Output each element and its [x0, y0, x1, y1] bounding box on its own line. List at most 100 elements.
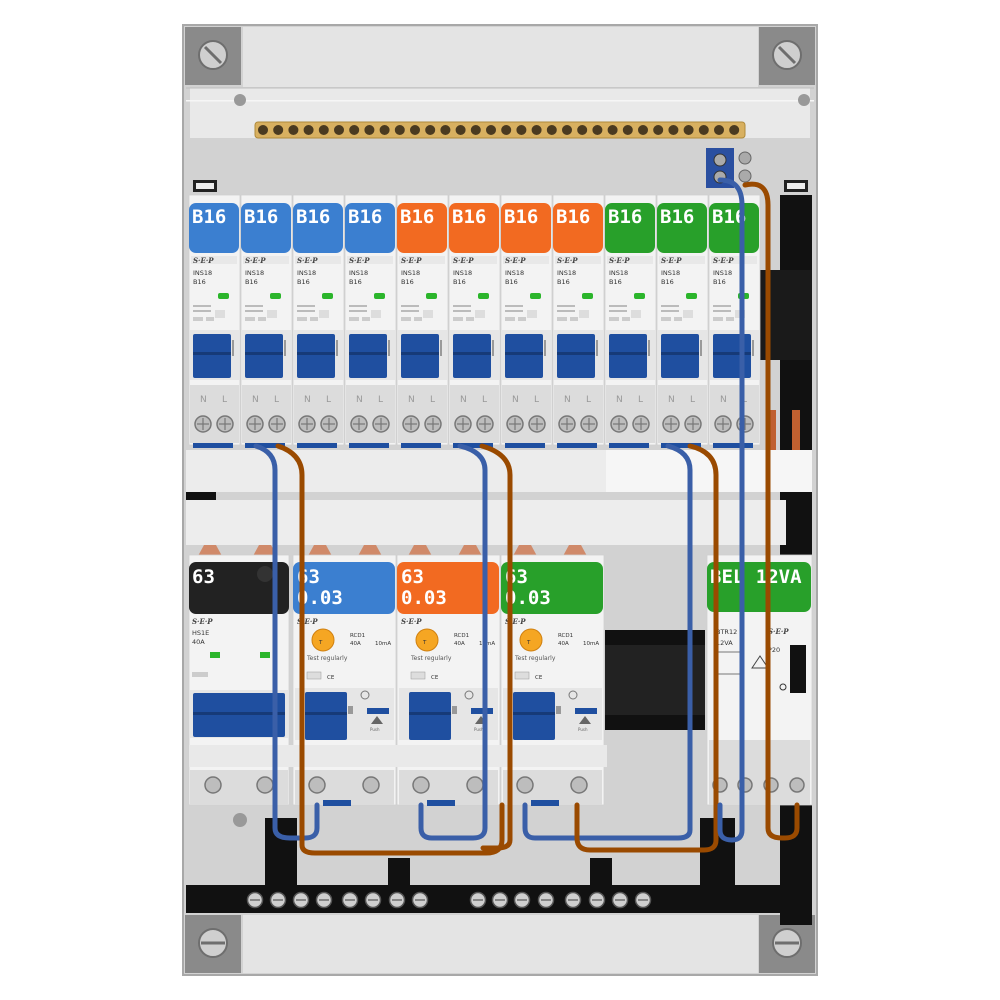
mcb-toggle-handle[interactable] — [557, 334, 595, 378]
mcb-label: B16 — [400, 206, 434, 228]
status-indicator — [634, 293, 645, 299]
wire — [479, 443, 513, 851]
mcb-toggle-handle[interactable] — [661, 334, 699, 378]
svg-text:CE: CE — [327, 675, 335, 681]
mcb-rating: B16 — [297, 278, 310, 286]
mcb-label-tag — [501, 203, 551, 253]
mcb-label-tag — [241, 203, 291, 253]
transformer-brand: S·E·P — [768, 627, 789, 636]
mcb-label: B16 — [712, 206, 746, 228]
rcd-model: RCD1 — [350, 633, 365, 639]
rcd-sensitivity: 10mA — [375, 641, 391, 647]
mcb-model: INS18 — [661, 269, 680, 277]
mcb-rating: B16 — [557, 278, 570, 286]
rcd-label-tag — [501, 562, 603, 614]
rcd-test-button[interactable] — [311, 628, 335, 652]
mcb-brand: S·E·P — [609, 256, 630, 265]
rcd-push-text: Push — [578, 727, 588, 732]
mcb-toggle-handle[interactable] — [453, 334, 491, 378]
terminal-letter: N — [252, 395, 259, 405]
mcb-brand: S·E·P — [713, 256, 734, 265]
rcd-label-tag — [293, 562, 395, 614]
rcd-brand: S·E·P — [505, 617, 526, 626]
wire — [253, 443, 320, 841]
mcb-label: B16 — [452, 206, 486, 228]
mcb-brand: S·E·P — [193, 256, 214, 265]
terminal-letter: L — [482, 395, 487, 405]
mcb-label-tag — [189, 203, 239, 253]
terminal-letter: L — [690, 395, 695, 405]
mcb-toggle-handle[interactable] — [401, 334, 439, 378]
mcb-label: B16 — [660, 206, 694, 228]
mcb-toggle-handle[interactable] — [245, 334, 283, 378]
terminal-letter: N — [356, 395, 363, 405]
mcb-brand: S·E·P — [505, 256, 526, 265]
rcd-sensitivity: 10mA — [583, 641, 599, 647]
rcd-label-bottom: 0.03 — [505, 587, 551, 609]
mcb-toggle-handle[interactable] — [505, 334, 543, 378]
mcb-brand: S·E·P — [349, 256, 370, 265]
rcd-toggle-handle[interactable] — [409, 692, 451, 740]
mcb-toggle-handle[interactable] — [349, 334, 387, 378]
mcb-model: INS18 — [245, 269, 264, 277]
mcb-rating: B16 — [505, 278, 518, 286]
rcd-test-button[interactable] — [519, 628, 543, 652]
mcb-brand: S·E·P — [297, 256, 318, 265]
rcd-test-text: Test regularly — [306, 655, 348, 662]
svg-text:CE: CE — [431, 675, 439, 681]
rcd-rating: 40A — [454, 641, 465, 647]
mcb-toggle-handle[interactable] — [713, 334, 751, 378]
rcd-model: RCD1 — [454, 633, 469, 639]
terminal-letter: L — [222, 395, 227, 405]
status-indicator — [478, 293, 489, 299]
mcb-rating: B16 — [349, 278, 362, 286]
transformer-rating: 12VA — [716, 639, 733, 647]
terminal-letter: N — [460, 395, 467, 405]
status-indicator — [426, 293, 437, 299]
terminal-letter: L — [430, 395, 435, 405]
svg-text:CE: CE — [535, 675, 543, 681]
rcd-test-button[interactable] — [415, 628, 439, 652]
mcb-toggle-handle[interactable] — [297, 334, 335, 378]
mcb-rating: B16 — [661, 278, 674, 286]
mcb-label-tag — [449, 203, 499, 253]
mcb-model: INS18 — [713, 269, 732, 277]
status-indicator — [530, 293, 541, 299]
main-switch-label: 63 — [192, 566, 215, 588]
status-indicator — [218, 293, 229, 299]
rcd-push-text: Push — [370, 727, 380, 732]
rcd-toggle-handle[interactable] — [513, 692, 555, 740]
mcb-model: INS18 — [401, 269, 420, 277]
rcd-brand: S·E·P — [401, 617, 422, 626]
mcb-brand: S·E·P — [557, 256, 578, 265]
svg-text:T: T — [526, 640, 531, 646]
rcd-toggle-handle[interactable] — [305, 692, 347, 740]
mcb-brand: S·E·P — [453, 256, 474, 265]
rcd-label-bottom: 0.03 — [401, 587, 447, 609]
transformer-switch[interactable] — [790, 645, 806, 693]
status-indicator — [582, 293, 593, 299]
status-indicator — [686, 293, 697, 299]
terminal-letter: L — [534, 395, 539, 405]
mcb-toggle-handle[interactable] — [609, 334, 647, 378]
rcd-rating: 40A — [558, 641, 569, 647]
mcb-toggle-handle[interactable] — [193, 334, 231, 378]
mcb-model: INS18 — [609, 269, 628, 277]
